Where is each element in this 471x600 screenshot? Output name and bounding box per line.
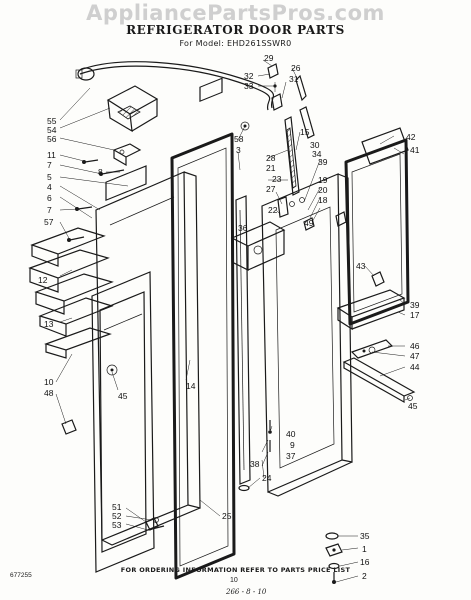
callout-19: 19 (318, 175, 328, 185)
callout-49: 49 (304, 218, 314, 228)
callout-5: 5 (47, 172, 52, 182)
callout-9: 9 (290, 440, 295, 450)
callout-10: 10 (44, 377, 54, 387)
bin-retainer-43 (371, 271, 385, 287)
callout-21: 21 (266, 163, 276, 173)
callout-43: 43 (356, 261, 366, 271)
callout-45-right: 45 (408, 401, 418, 411)
dispenser-trim-panels (28, 227, 114, 359)
door-bottom-trim (342, 357, 416, 404)
callout-39-lower: 39 (410, 300, 420, 310)
callout-46: 46 (410, 341, 420, 351)
freezer-door-outer (95, 165, 201, 546)
handwritten-note: 266 - 8 - 10 (226, 588, 267, 596)
hinge-bracket (112, 143, 142, 167)
callout-39-upper: 39 (318, 157, 328, 167)
callout-17: 17 (410, 310, 420, 320)
center-trim-strip (235, 195, 251, 485)
bottom-left-hardware (145, 517, 165, 531)
callout-45-left: 45 (118, 391, 128, 401)
callout-7-upper: 7 (47, 160, 52, 170)
callout-51: 51 (112, 502, 122, 512)
callout-18: 18 (318, 195, 328, 205)
callout-33: 33 (244, 81, 254, 91)
callout-42: 42 (406, 132, 416, 142)
callout-4: 4 (47, 182, 52, 192)
vertical-trim-28 (284, 106, 315, 196)
callout-36: 36 (238, 223, 248, 233)
refrigerator-door-gasket (344, 127, 410, 326)
callout-56: 56 (47, 134, 57, 144)
callout-29: 29 (264, 53, 274, 63)
callout-1: 1 (362, 544, 367, 554)
watermark: AppliancePartsPros.com (86, 1, 385, 25)
hinge-cover (106, 85, 159, 133)
page-number: 10 (230, 577, 238, 584)
callout-40: 40 (286, 429, 296, 439)
callout-27: 27 (266, 184, 276, 194)
callout-30: 30 (310, 140, 320, 150)
callout-leader-lines (55, 59, 411, 583)
callout-55: 55 (47, 116, 57, 126)
ordering-info-note: FOR ORDERING INFORMATION REFER TO PARTS … (120, 566, 351, 574)
callout-16: 16 (360, 557, 370, 567)
callout-20: 20 (318, 185, 328, 195)
ice-dispenser-housing (230, 221, 286, 271)
callout-25: 25 (222, 511, 232, 521)
callout-22: 22 (268, 205, 278, 215)
callout-38: 38 (250, 459, 260, 469)
callout-23: 23 (272, 174, 282, 184)
top-hardware (240, 63, 307, 131)
callout-37: 37 (286, 451, 296, 461)
callout-8: 8 (98, 167, 103, 177)
callout-48: 48 (44, 388, 54, 398)
callout-53: 53 (112, 520, 122, 530)
shelf-support-46-47 (350, 339, 394, 359)
callout-44: 44 (410, 362, 420, 372)
callout-47: 47 (410, 351, 420, 361)
callout-13: 13 (44, 319, 54, 329)
callout-58: 58 (234, 134, 244, 144)
drawing-number: 677255 (10, 572, 32, 579)
callout-6: 6 (47, 193, 52, 203)
callout-14: 14 (186, 381, 196, 391)
door-shelf-bin (336, 289, 406, 331)
clip-part-48 (61, 419, 77, 435)
callout-24: 24 (262, 473, 272, 483)
diagram-title: REFRIGERATOR DOOR PARTS (126, 23, 345, 37)
callout-57: 57 (44, 217, 54, 227)
callout-2: 2 (362, 571, 367, 581)
callout-11: 11 (47, 150, 56, 160)
callout-41: 41 (410, 145, 420, 155)
callout-35: 35 (360, 531, 370, 541)
callout-15: 15 (300, 127, 310, 137)
callout-54: 54 (47, 125, 57, 135)
freezer-door-gasket (170, 77, 236, 580)
callout-34: 34 (312, 149, 322, 159)
freezer-door-liner (91, 271, 155, 573)
lower-hardware-center (238, 420, 272, 492)
callout-12: 12 (38, 275, 48, 285)
callout-3: 3 (236, 145, 241, 155)
bottom-hinge-stack (325, 532, 343, 584)
callout-26: 26 (291, 63, 301, 73)
callout-31: 31 (289, 74, 299, 84)
callout-52: 52 (112, 511, 122, 521)
model-subtitle: For Model: EHD261SSWR0 (179, 39, 292, 48)
callout-7-lower: 7 (47, 205, 52, 215)
callout-28: 28 (266, 153, 276, 163)
callout-32: 32 (244, 71, 254, 81)
